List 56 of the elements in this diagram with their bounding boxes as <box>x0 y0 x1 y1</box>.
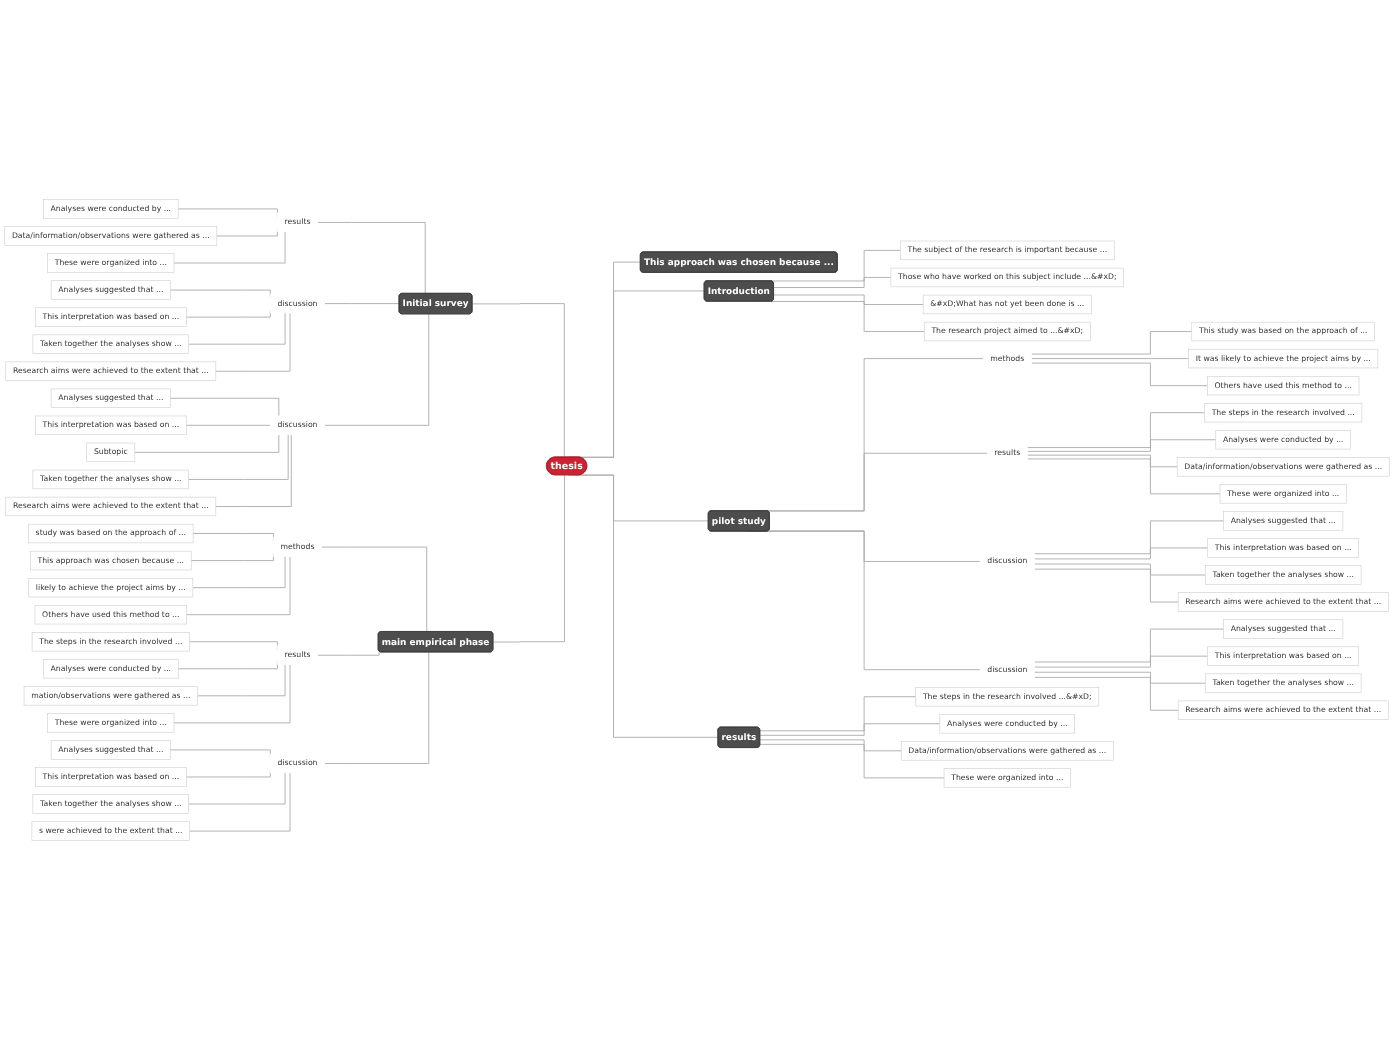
connector <box>215 434 292 507</box>
connector <box>324 303 400 305</box>
connector <box>1034 671 1206 684</box>
connector <box>321 546 428 633</box>
connector <box>1026 454 1178 468</box>
connector <box>773 277 892 288</box>
connector <box>186 555 291 616</box>
connector <box>759 696 917 732</box>
connector <box>471 303 565 458</box>
connector <box>1026 412 1205 448</box>
connector <box>177 659 278 670</box>
connector <box>170 749 271 758</box>
connector <box>192 533 274 542</box>
connector <box>197 664 286 697</box>
connector <box>759 743 945 779</box>
connector <box>185 424 271 426</box>
connector <box>324 313 430 426</box>
connector <box>770 249 901 282</box>
connector <box>773 294 924 305</box>
connector <box>192 555 286 589</box>
connector <box>768 530 981 562</box>
connector <box>188 312 286 345</box>
connector <box>173 231 286 264</box>
connector <box>189 772 291 832</box>
connector <box>188 434 289 480</box>
connector <box>170 289 271 298</box>
connector <box>189 641 278 651</box>
connector <box>1034 676 1179 711</box>
connector <box>1026 439 1217 452</box>
connector <box>216 227 278 237</box>
connector <box>1026 458 1221 495</box>
connector <box>1034 568 1179 603</box>
connector <box>770 301 925 332</box>
connector <box>317 650 380 656</box>
connector <box>177 208 278 218</box>
connector <box>1034 547 1209 560</box>
connector <box>170 397 280 417</box>
connector <box>185 769 271 778</box>
connector <box>185 309 271 318</box>
connector <box>188 772 286 805</box>
connector <box>1034 563 1206 576</box>
connector <box>317 222 426 295</box>
connector <box>1030 358 1189 360</box>
connector <box>492 474 565 643</box>
connector <box>1034 655 1209 668</box>
connector <box>1034 628 1224 663</box>
connector <box>173 664 291 724</box>
connector <box>759 739 902 752</box>
connector <box>134 434 280 453</box>
connector <box>759 723 941 736</box>
connector <box>1034 520 1224 555</box>
connector <box>1030 362 1208 387</box>
connector <box>1030 331 1193 355</box>
connector <box>215 312 291 372</box>
connector <box>324 651 430 764</box>
connector <box>190 552 274 562</box>
